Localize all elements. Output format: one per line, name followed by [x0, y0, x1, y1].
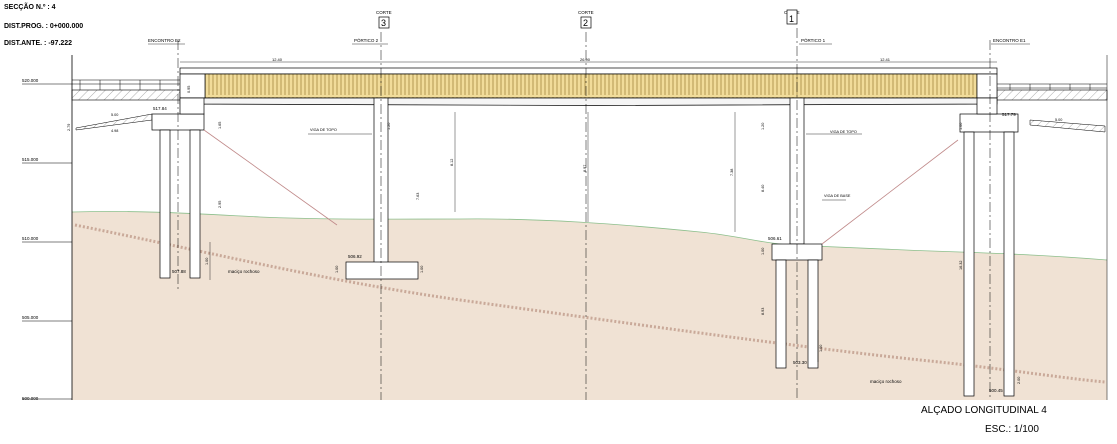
level-e2-top: 517.84	[153, 106, 167, 111]
level-p2-base: 506.92	[348, 254, 362, 259]
elevation-scale: 520.000 515.000 510.000 505.000 500.000	[22, 78, 72, 401]
abutment-e2	[151, 40, 338, 290]
level-p1-pile: 503.30	[793, 360, 807, 365]
elev-505: 505.000	[22, 315, 39, 320]
drawing-title: ALÇADO LONGITUDINAL 4	[921, 405, 1047, 416]
label-macico-2: maciço rochoso	[870, 379, 902, 384]
elev-515: 515.000	[22, 157, 39, 162]
bridge-deck	[179, 67, 998, 106]
label-portico-1: PÓRTICO 1	[801, 37, 826, 43]
dim-e2-pile: 2.95	[218, 201, 222, 208]
dim-p1-foot: 1.00	[761, 248, 765, 255]
dim-e1-head: 1.00	[959, 123, 963, 130]
level-e1-top: 517.79	[1002, 112, 1016, 117]
dim-approach-left2: 4.98	[111, 129, 118, 133]
span-total: 26.90	[580, 57, 591, 62]
right-approach	[996, 83, 1108, 133]
elev-510: 510.000	[22, 236, 39, 241]
dim-p1-pile: 8.93	[761, 308, 765, 315]
span-left: 12.40	[272, 57, 283, 62]
dim-p2-foot: 1.00	[420, 266, 424, 273]
ground-line	[71, 211, 1108, 261]
elev-500: 500.000	[22, 396, 39, 401]
dim-approach-left: 5.00	[111, 113, 118, 117]
dim-p2-col: 7.63	[416, 193, 420, 200]
label-viga-topo-left: VIGA DE TOPO	[310, 128, 337, 132]
dim-e2-head: 1.65	[218, 122, 222, 129]
dim-approach-right: 5.00	[1055, 118, 1062, 122]
dim-p2-head: 1.20	[387, 123, 391, 130]
cut-3-number: 3	[381, 18, 386, 28]
dim-e1-pile: 16.32	[959, 260, 963, 270]
dim-p1-head: 1.20	[761, 123, 765, 130]
level-e2-base: 507.88	[172, 269, 186, 274]
label-macico-1: maciço rochoso	[228, 269, 260, 274]
elev-520: 520.000	[22, 78, 39, 83]
dim-e1-emb: 2.00	[1017, 377, 1021, 384]
section-number: SECÇÃO N.º : 4	[4, 4, 56, 11]
pier-p2	[345, 32, 419, 400]
level-p1-base: 506.61	[768, 236, 782, 241]
cut-1-number: 1	[789, 14, 794, 24]
label-encontro-e1: ENCONTRO E1	[993, 38, 1026, 43]
abutment-e1	[959, 40, 1019, 400]
label-portico-2: PÓRTICO 2	[354, 37, 379, 43]
soil-area	[72, 211, 1107, 400]
label-encontro-e2: ENCONTRO E2	[148, 38, 181, 43]
rock-boundary	[74, 223, 1106, 384]
cut-2-number: 2	[583, 18, 588, 28]
span-right: 12.41	[880, 57, 891, 62]
cut-2-label: CORTE	[578, 10, 594, 15]
dist-ante: DIST.ANTE. : -97.222	[4, 40, 73, 47]
cut-3-label: CORTE	[376, 10, 392, 15]
label-viga-topo-right: VIGA DE TOPO	[830, 130, 857, 134]
dim-p1-col: 8.40	[761, 185, 765, 192]
dim-p2-emb: 1.00	[335, 266, 339, 273]
drawing-scale: ESC.: 1/100	[985, 424, 1039, 435]
dim-left-side: 2.79	[67, 124, 71, 131]
dim-e2-emb: 1.00	[205, 258, 209, 265]
label-viga-base: VIGA DE BASE	[824, 194, 851, 198]
dim-deck: 0.95	[187, 86, 191, 93]
pier-p1	[771, 28, 959, 400]
dim-mid-a: 8.12	[450, 159, 454, 166]
dim-p1-a: 7.38	[730, 169, 734, 176]
dim-mid-b: 8.97	[583, 165, 587, 172]
dist-prog: DIST.PROG. : 0+000.000	[4, 23, 84, 30]
dim-p1-emb: 1.00	[819, 345, 823, 352]
level-e1-pile: 500.45	[989, 388, 1003, 393]
